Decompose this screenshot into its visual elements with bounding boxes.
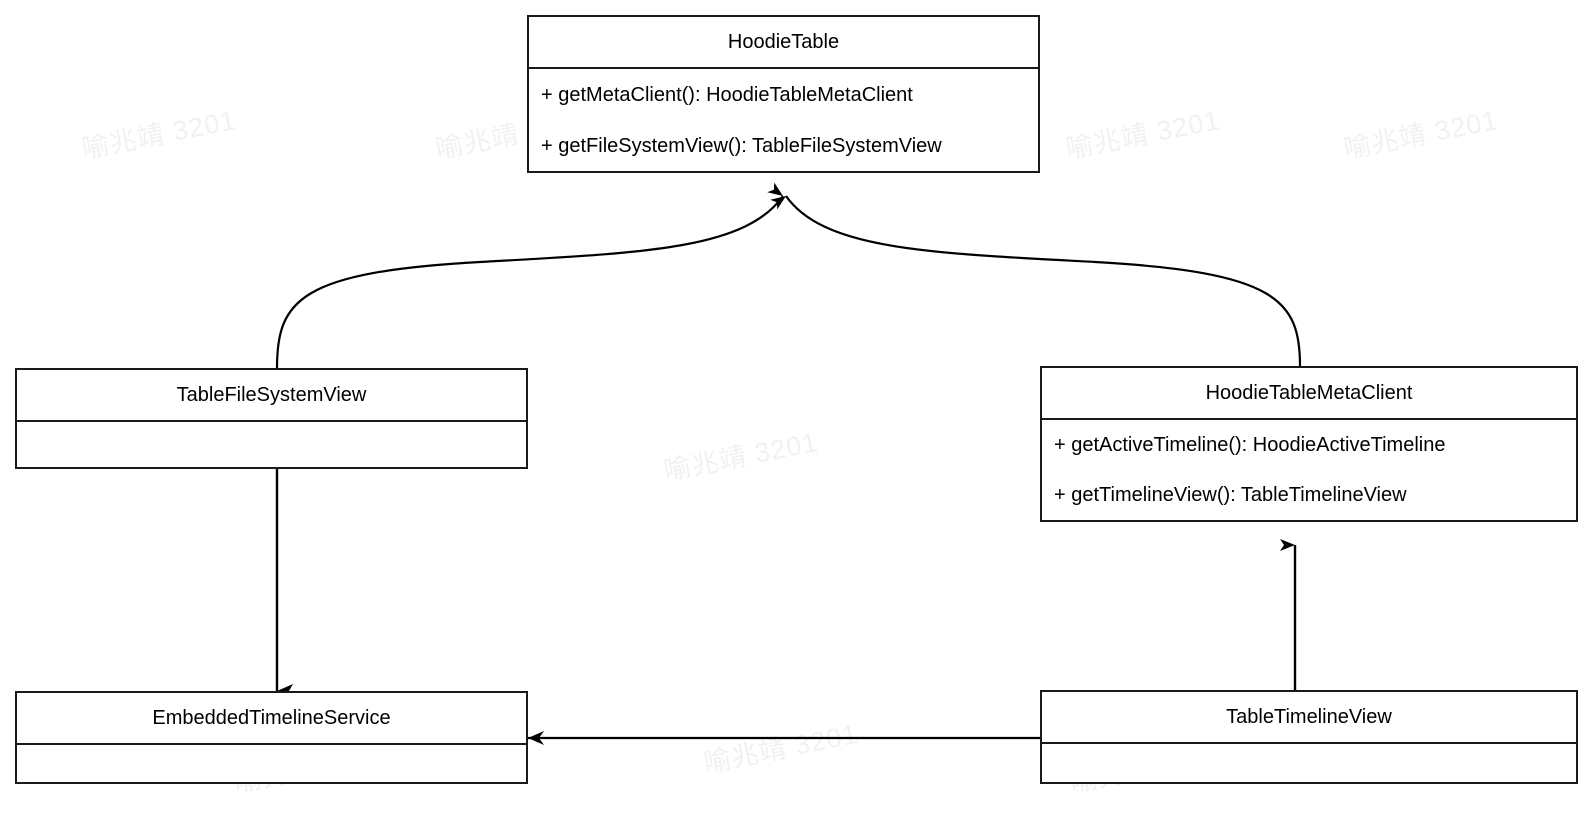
watermark-text: 喻兆靖 3201 — [701, 718, 861, 779]
uml-members-compartment — [17, 743, 526, 783]
watermark-text: 喻兆靖 3201 — [1063, 104, 1223, 165]
uml-member: + getActiveTimeline(): HoodieActiveTimel… — [1054, 434, 1446, 456]
uml-member: + getTimelineView(): TableTimelineView — [1054, 484, 1407, 506]
uml-class-tabletimelineview[interactable]: TableTimelineView — [1040, 690, 1578, 784]
uml-class-tablefilesystemview[interactable]: TableFileSystemView — [15, 368, 528, 469]
uml-members-compartment — [1042, 742, 1576, 782]
watermark-text: 喻兆靖 3201 — [661, 426, 821, 487]
uml-class-name: HoodieTableMetaClient — [1205, 382, 1413, 404]
uml-members-compartment — [17, 420, 526, 467]
uml-members-compartment: + getMetaClient(): HoodieTableMetaClient… — [529, 67, 1038, 171]
uml-member: + getMetaClient(): HoodieTableMetaClient — [541, 83, 913, 106]
uml-class-name: TableFileSystemView — [176, 384, 367, 406]
edge-tablefilesystemview-to-hoodietable — [275, 182, 784, 369]
uml-class-hoodietable[interactable]: HoodieTable + getMetaClient(): HoodieTab… — [527, 15, 1040, 173]
uml-member: + getFileSystemView(): TableFileSystemVi… — [541, 134, 942, 157]
uml-class-embeddedtimelineservice[interactable]: EmbeddedTimelineService — [15, 691, 528, 784]
watermark-text: 喻兆靖 3201 — [79, 104, 239, 165]
watermark-text: 喻兆靖 3201 — [1341, 104, 1501, 165]
edge-hoodietablemetaclient-to-hoodietable — [770, 195, 1302, 367]
uml-class-name: EmbeddedTimelineService — [152, 707, 391, 729]
uml-class-name: TableTimelineView — [1226, 706, 1392, 728]
uml-class-name: HoodieTable — [727, 31, 840, 53]
uml-class-hoodietablemetaclient[interactable]: HoodieTableMetaClient + getActiveTimelin… — [1040, 366, 1578, 522]
uml-members-compartment: + getActiveTimeline(): HoodieActiveTimel… — [1042, 418, 1576, 520]
